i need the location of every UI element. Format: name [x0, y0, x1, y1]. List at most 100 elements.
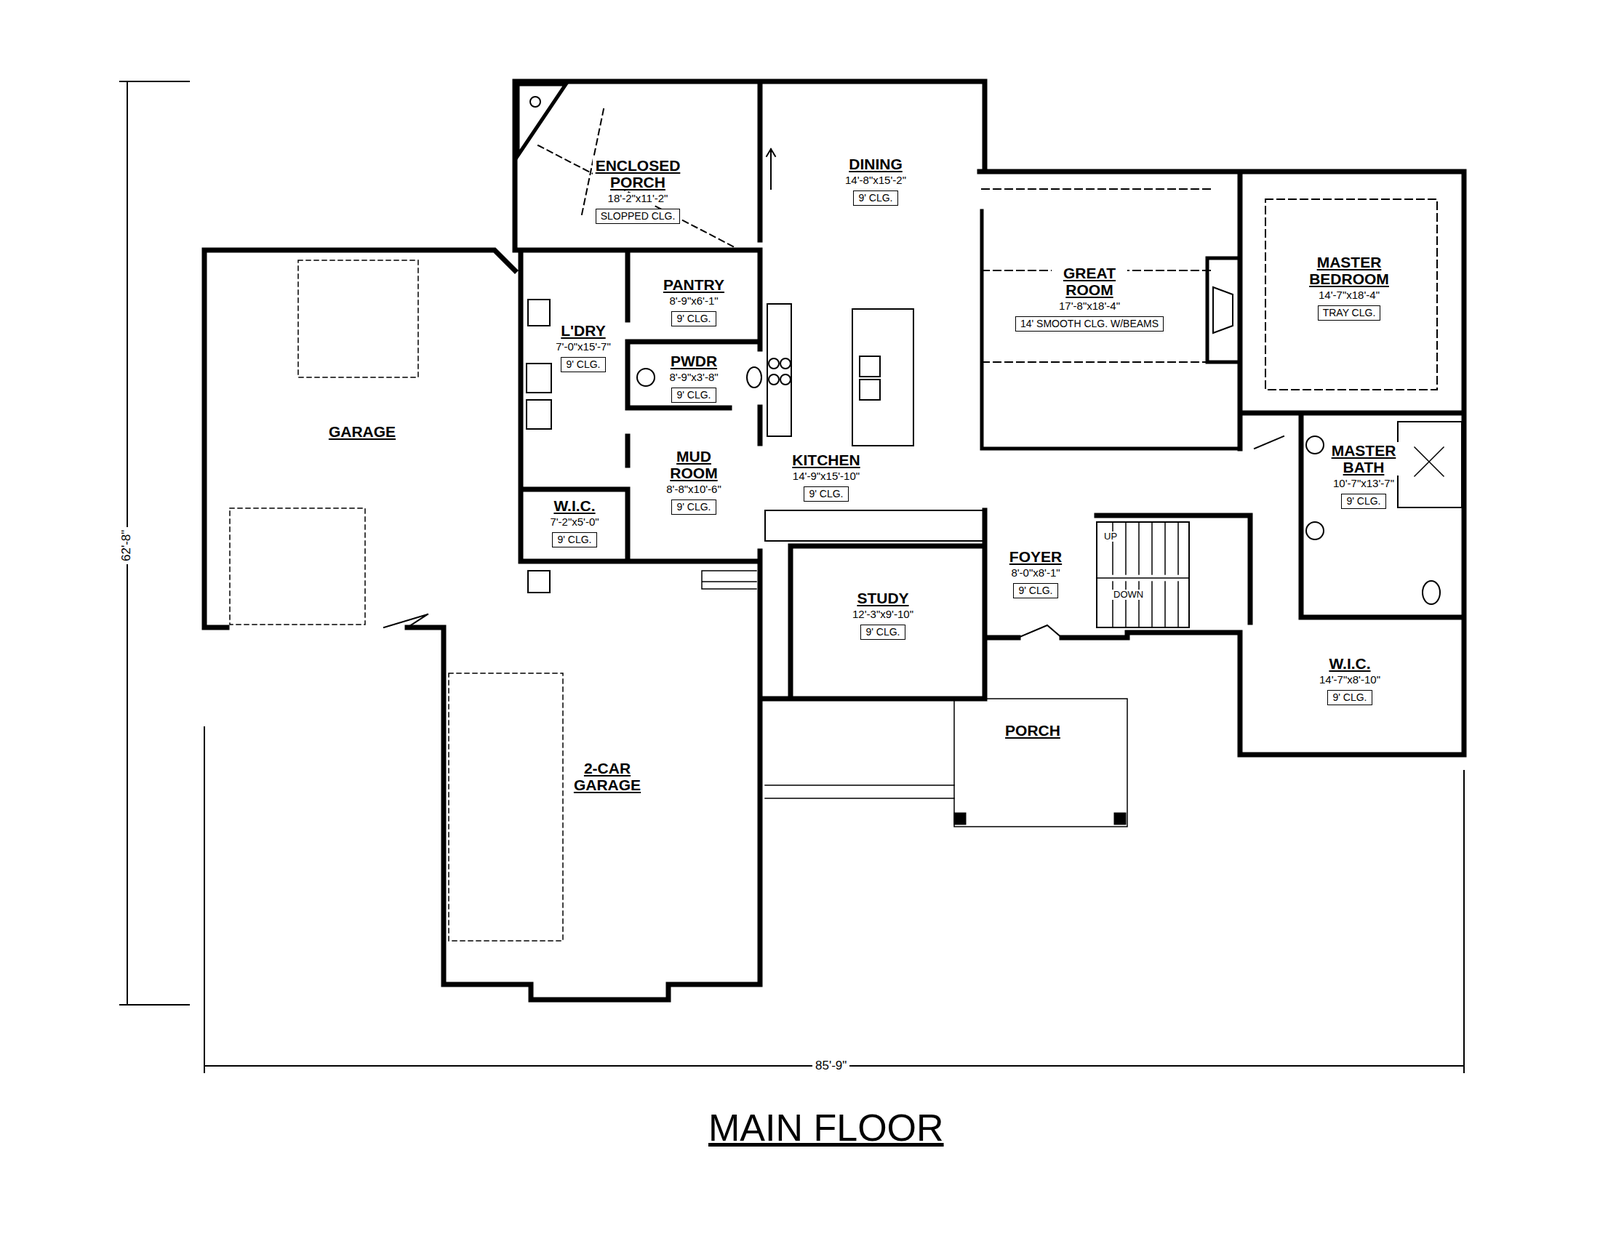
ceiling-note: 9' CLG.: [1341, 493, 1386, 510]
cooktop-burner: [780, 374, 791, 385]
great-room-edge: [981, 210, 1240, 449]
stair-label: UP: [1101, 531, 1120, 542]
room-name: PWDR: [669, 352, 719, 370]
sliding-door-arrow: [766, 149, 776, 190]
room-name: PANTRY: [661, 276, 726, 294]
parking-space: [448, 673, 563, 942]
room-name: FOYER: [1008, 548, 1064, 566]
cooktop-burner: [780, 358, 791, 369]
lavatory: [1306, 522, 1324, 540]
laundry-sink: [528, 299, 550, 326]
lavatory: [637, 368, 655, 387]
room-name: MASTER BEDROOM: [1296, 253, 1402, 288]
room-label: PWDR8'-9"x3'-8"9' CLG.: [632, 352, 756, 403]
room-label: MASTER BEDROOM14'-7"x18'-4" TRAY CLG.: [1265, 253, 1433, 321]
room-label: FOYER8'-0"x8'-1" 9' CLG.: [984, 548, 1087, 599]
room-label: GREAT ROOM17'-8"x18'-4"14' SMOOTH CLG. W…: [980, 264, 1199, 332]
room-label: W.I.C.7'-2"x5'-0" 9' CLG.: [523, 497, 626, 548]
parking-space: [229, 508, 366, 625]
dimension-label: 85'-9": [812, 1059, 850, 1074]
room-name: W.I.C.: [552, 497, 597, 515]
room-label: STUDY12'-3"x9'-10"9' CLG.: [810, 589, 956, 640]
room-name: GARAGE: [327, 423, 398, 440]
room-dimensions: 14'-7"x8'-10": [1317, 674, 1382, 687]
dimension-line: [120, 81, 1464, 1073]
entry-steps: [701, 570, 757, 590]
room-label: ENCLOSED PORCH18'-2"x11'-2" SLOPPED CLG.: [550, 157, 726, 224]
room-name: L'DRY: [559, 322, 607, 339]
room-name: PORCH: [1003, 722, 1062, 739]
room-name: MUD ROOM: [666, 448, 721, 482]
room-label: L'DRY 7'-0"x15'-7" 9' CLG.: [532, 322, 635, 373]
sink: [859, 356, 880, 377]
ceiling-note: 9' CLG.: [1013, 583, 1058, 599]
room-dimensions: 14'-9"x15'-10": [791, 470, 862, 483]
room-dimensions: 7'-0"x15'-7": [554, 341, 613, 354]
corner-fireplace: [517, 84, 566, 156]
counter: [765, 510, 985, 542]
stair-treads: [1096, 522, 1190, 628]
ceiling-note: 9' CLG.: [853, 190, 898, 206]
room-label: MUD ROOM8'-8"x10'-6" 9' CLG.: [632, 448, 756, 515]
porch-edge: [765, 785, 955, 799]
room-dimensions: 7'-2"x5'-0": [548, 516, 600, 529]
washer: [526, 363, 552, 393]
shower-drain: [1414, 447, 1444, 477]
door-swing: [1018, 625, 1062, 638]
room-label: GARAGE: [289, 423, 435, 440]
ceiling-note: 9' CLG.: [671, 311, 716, 327]
stair-label: DOWN: [1110, 589, 1147, 600]
sink: [859, 379, 880, 400]
ceiling-note: SLOPPED CLG.: [595, 208, 681, 224]
door-swing: [1254, 436, 1284, 449]
stairs: [1096, 522, 1190, 628]
room-dimensions: 8'-8"x10'-6": [664, 483, 723, 496]
room-name: GREAT ROOM: [1051, 264, 1128, 299]
kitchen-island: [852, 309, 914, 446]
room-name: W.I.C.: [1327, 655, 1372, 672]
porch-slab: [954, 698, 1128, 827]
fireplace: [1207, 258, 1240, 363]
ceiling-note: 9' CLG.: [552, 532, 597, 548]
ceiling-note: 9' CLG.: [671, 499, 716, 515]
room-dimensions: 14'-8"x15'-2": [843, 174, 908, 187]
utility-sink: [528, 570, 550, 593]
lavatory: [1306, 436, 1324, 454]
room-dimensions: 8'-9"x6'-1": [667, 295, 720, 308]
room-dimensions: 10'-7"x13'-7": [1331, 477, 1396, 491]
room-name: STUDY: [855, 589, 910, 607]
room-dimensions: 14'-7"x18'-4": [1317, 289, 1382, 302]
porch-door-arrow: [538, 109, 735, 248]
room-label: PANTRY8'-9"x6'-1" 9' CLG.: [632, 276, 756, 327]
room-label: DINING14'-8"x15'-2"9' CLG.: [788, 155, 963, 206]
ceiling-note: 14' SMOOTH CLG. W/BEAMS: [1015, 316, 1164, 332]
parking-space: [298, 260, 419, 378]
door-swing: [384, 614, 428, 628]
fireplace-hearth: [1213, 287, 1233, 334]
room-label: KITCHEN14'-9"x15'-10" 9' CLG.: [753, 451, 899, 502]
room-dimensions: 8'-0"x8'-1": [1009, 567, 1062, 580]
ceiling-note: 9' CLG.: [803, 486, 848, 502]
room-name: ENCLOSED PORCH: [592, 157, 683, 191]
ceiling-note: 9' CLG.: [1327, 690, 1372, 706]
room-label: PORCH: [978, 722, 1088, 739]
toilet: [1422, 581, 1440, 605]
room-dimensions: 12'-3"x9'-10": [850, 608, 915, 622]
room-label: MASTER BATH10'-7"x13'-7"9' CLG.: [1301, 442, 1426, 510]
porch-column: [954, 813, 966, 825]
drawing-title: MAIN FLOOR: [708, 1107, 944, 1150]
room-dimensions: 8'-9"x3'-8": [667, 371, 720, 384]
cooktop-burner: [768, 358, 779, 369]
room-name: KITCHEN: [790, 451, 862, 469]
room-label: 2-CAR GARAGE: [534, 760, 680, 794]
dryer: [526, 400, 552, 430]
ceiling-note: 9' CLG.: [560, 357, 606, 373]
tray-ceiling: [1265, 199, 1438, 390]
shower: [1397, 421, 1462, 508]
porch-column: [1114, 813, 1126, 825]
room-dimensions: 18'-2"x11'-2": [606, 192, 670, 206]
cooktop-burner: [768, 374, 779, 385]
ceiling-note: TRAY CLG.: [1317, 305, 1382, 321]
ceiling-beam: [981, 189, 1215, 363]
